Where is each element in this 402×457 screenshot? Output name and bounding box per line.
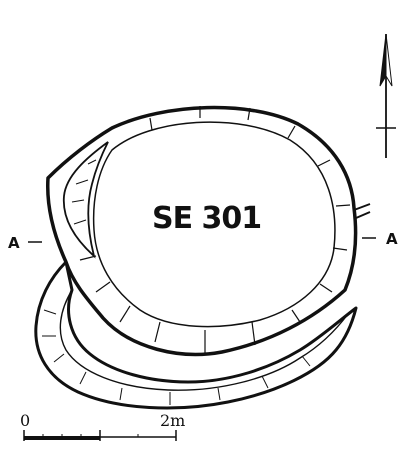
crescent-hachures (71, 159, 97, 225)
north-arrow-icon (376, 33, 396, 158)
crescent-cut (62, 141, 109, 259)
lower-trench-inner (59, 289, 349, 391)
scale-end-label: 2m (160, 411, 185, 430)
section-label-right: A (386, 230, 398, 248)
wall-hachures (79, 106, 351, 353)
scale-bar (23, 430, 177, 441)
lower-trench-outer (34, 260, 358, 410)
inner-pit-boundary (92, 121, 336, 328)
feature-label: SE 301 (152, 201, 261, 236)
scale-start-label: 0 (20, 411, 30, 430)
section-label-left: A (8, 234, 20, 252)
right-notch (353, 203, 371, 219)
trench-hachures (42, 309, 311, 405)
outer-pit-outline (45, 105, 358, 357)
